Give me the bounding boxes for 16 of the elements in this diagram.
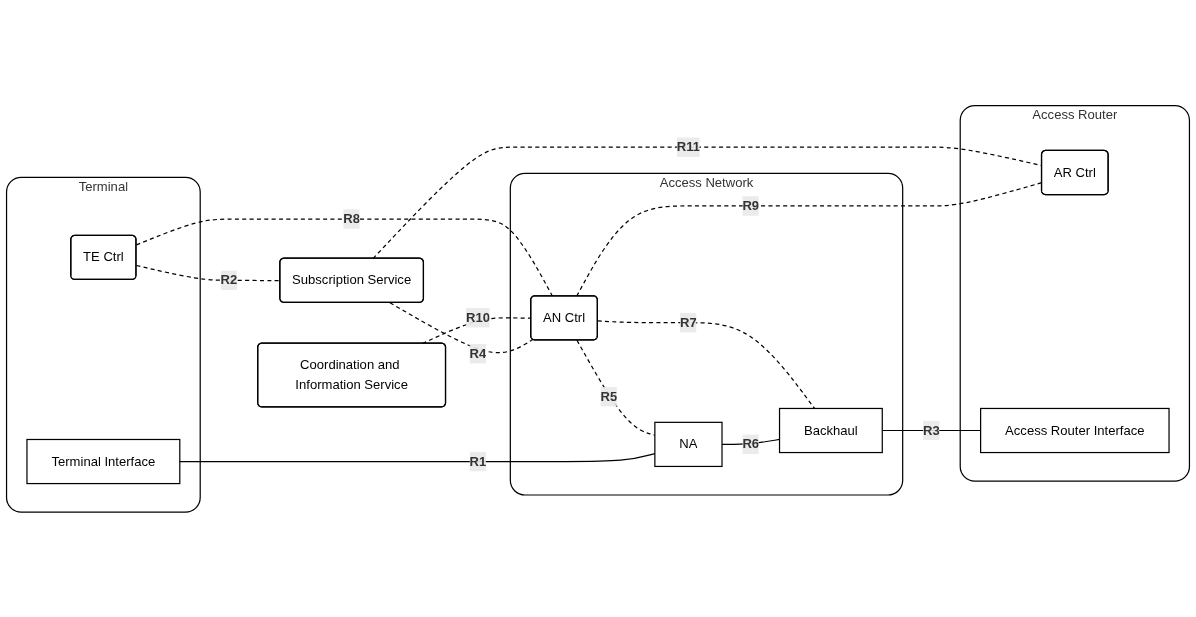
- node-box: Terminal Interface: [26, 438, 181, 484]
- edge-label: R8: [343, 211, 360, 226]
- node-box: Backhaul: [778, 407, 883, 453]
- edge-label: R2: [220, 272, 238, 287]
- edge-label: R3: [923, 422, 940, 437]
- node-box: Access Router Interface: [980, 407, 1170, 453]
- edge-label: R5: [600, 389, 618, 403]
- connector: [389, 301, 534, 353]
- node-box: NA: [654, 421, 723, 467]
- edge-label: R1: [469, 453, 487, 468]
- edge-label: R7: [680, 315, 697, 329]
- edge-label: R11: [676, 139, 701, 154]
- edge-label: R6: [742, 436, 760, 451]
- edge-label: R9: [742, 198, 760, 213]
- edge-label: R10: [465, 310, 490, 325]
- edge-label: R4: [469, 346, 487, 360]
